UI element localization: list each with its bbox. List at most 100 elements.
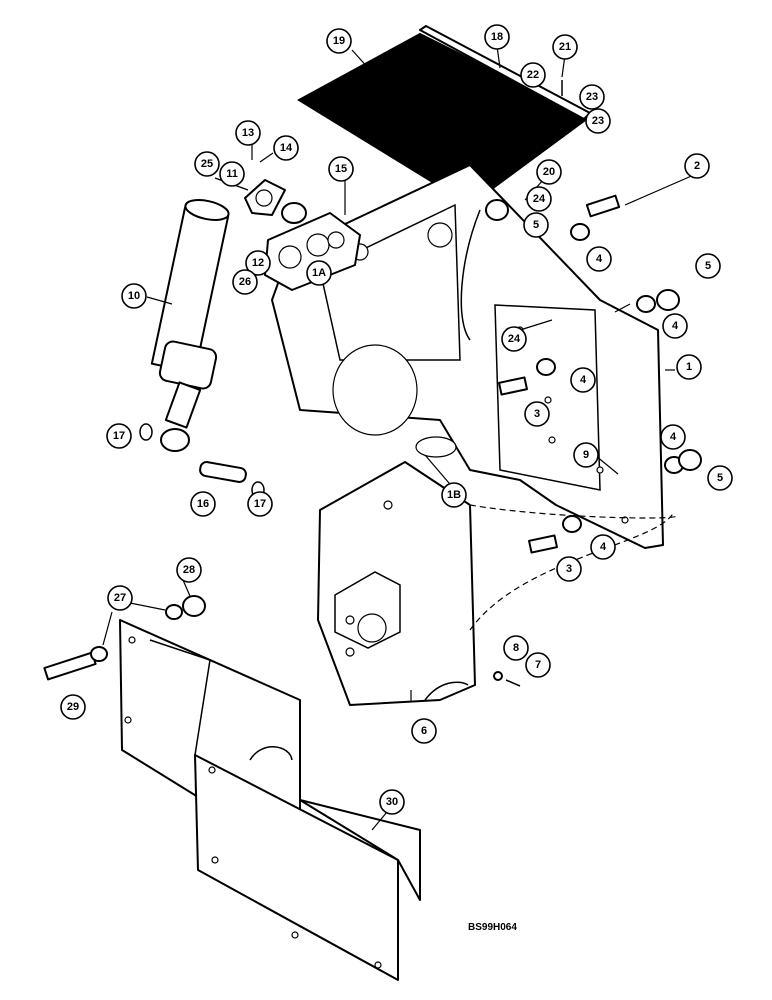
- callout-text: 8: [513, 642, 519, 654]
- callout-text: 22: [527, 69, 539, 81]
- callout-text: 27: [114, 592, 126, 604]
- callout-circle: [176, 557, 202, 583]
- callout-circle: [570, 367, 596, 393]
- callout-circle: [503, 635, 529, 661]
- callout-22: 22: [520, 62, 546, 88]
- callout-circle: [247, 491, 273, 517]
- callout-circle: [121, 283, 147, 309]
- callout-circle: [326, 28, 352, 54]
- callout-circle: [579, 84, 605, 110]
- callout-4: 4: [660, 424, 686, 450]
- callout-27: 27: [107, 585, 133, 611]
- callout-circle: [523, 212, 549, 238]
- callout-11: 11: [219, 161, 245, 187]
- callout-circle: [60, 694, 86, 720]
- callout-text: 9: [583, 449, 589, 461]
- callout-circle: [552, 34, 578, 60]
- callout-text: 11: [226, 168, 238, 180]
- callout-circle: [573, 442, 599, 468]
- pin: [199, 461, 247, 483]
- callout-text: 21: [559, 41, 571, 53]
- callout-text: 17: [113, 430, 125, 442]
- callout-text: 3: [534, 408, 540, 420]
- callout-13: 13: [235, 120, 261, 146]
- callout-5: 5: [523, 212, 549, 238]
- callout-text: 23: [586, 91, 598, 103]
- callout-text: 5: [717, 472, 723, 484]
- callout-20: 20: [536, 159, 562, 185]
- callout-text: 18: [491, 31, 503, 43]
- callout-5: 5: [695, 253, 721, 279]
- callout-text: 24: [533, 193, 546, 205]
- callout-text: 7: [535, 659, 541, 671]
- callout-4: 4: [590, 534, 616, 560]
- callout-text: 1A: [312, 267, 326, 279]
- callout-text: 4: [580, 374, 587, 386]
- callout-text: 24: [508, 333, 521, 345]
- callout-1: 1: [676, 354, 702, 380]
- callout-18: 18: [484, 24, 510, 50]
- callout-text: 4: [600, 541, 607, 553]
- callout-text: 14: [280, 142, 293, 154]
- callout-circle: [107, 585, 133, 611]
- callout-text: 4: [670, 431, 677, 443]
- callout-circle: [245, 250, 271, 276]
- callout-circle: [524, 401, 550, 427]
- callout-circle: [684, 153, 710, 179]
- callout-circle: [306, 260, 332, 286]
- callout-28: 28: [176, 557, 202, 583]
- callout-9: 9: [573, 442, 599, 468]
- callout-circle: [501, 326, 527, 352]
- callout-circle: [194, 151, 220, 177]
- callout-circle: [235, 120, 261, 146]
- callout-text: 26: [239, 276, 251, 288]
- callout-1B: 1B: [441, 482, 467, 508]
- callout-3: 3: [524, 401, 550, 427]
- callout-circle: [232, 269, 258, 295]
- callout-circle: [536, 159, 562, 185]
- shield: [119, 619, 421, 981]
- callout-12: 12: [245, 250, 271, 276]
- callout-4: 4: [586, 246, 612, 272]
- callout-text: 1: [686, 361, 692, 373]
- callout-17: 17: [106, 423, 132, 449]
- callout-text: 20: [543, 166, 555, 178]
- callout-text: 2: [694, 160, 700, 172]
- callout-4: 4: [662, 313, 688, 339]
- callout-29: 29: [60, 694, 86, 720]
- callout-3: 3: [556, 556, 582, 582]
- callout-24: 24: [526, 186, 552, 212]
- callout-10: 10: [121, 283, 147, 309]
- callout-circle: [328, 156, 354, 182]
- callout-8: 8: [503, 635, 529, 661]
- hydraulic-cylinder: [150, 199, 230, 452]
- callout-circle: [106, 423, 132, 449]
- callout-19: 19: [326, 28, 352, 54]
- callout-text: 15: [335, 163, 347, 175]
- callout-circle: [526, 186, 552, 212]
- callout-text: 6: [421, 725, 427, 737]
- callout-text: 23: [592, 115, 604, 127]
- callout-text: 16: [197, 498, 209, 510]
- callout-circle: [662, 313, 688, 339]
- callout-15: 15: [328, 156, 354, 182]
- hardware: [43, 194, 702, 687]
- callout-text: 1B: [447, 489, 461, 501]
- callout-text: 29: [67, 701, 79, 713]
- callout-6: 6: [411, 718, 437, 744]
- callout-30: 30: [379, 789, 405, 815]
- callout-text: 10: [128, 290, 140, 302]
- callout-circle: [707, 465, 733, 491]
- callout-circle: [273, 135, 299, 161]
- callout-16: 16: [190, 491, 216, 517]
- callout-circle: [484, 24, 510, 50]
- callout-circle: [590, 534, 616, 560]
- callout-circle: [520, 62, 546, 88]
- callout-circle: [441, 482, 467, 508]
- leader-lines: [102, 45, 697, 831]
- callout-text: 17: [254, 498, 266, 510]
- callout-circle: [525, 652, 551, 678]
- callout-text: 28: [183, 564, 195, 576]
